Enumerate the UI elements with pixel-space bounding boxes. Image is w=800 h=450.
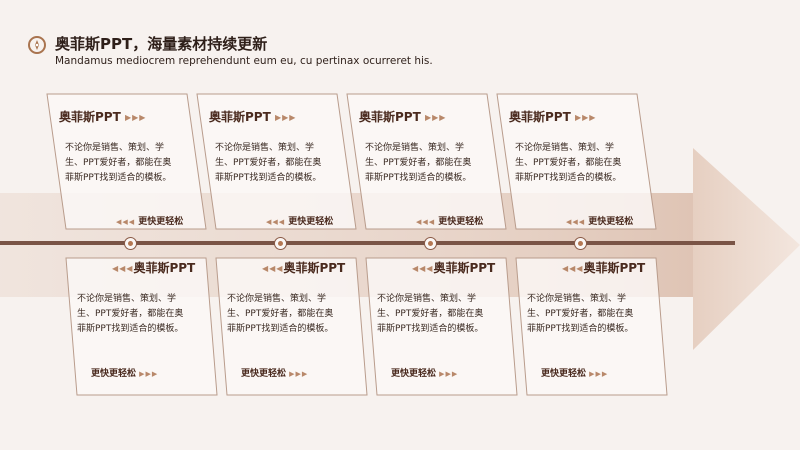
arrow-right-icon: ▶▶▶: [574, 113, 597, 122]
top-card-link-3[interactable]: ◀◀◀ 更快更轻松: [416, 217, 484, 227]
arrow-left-icon: ◀◀◀: [266, 218, 286, 226]
arrow-right-icon: ▶▶▶: [439, 370, 459, 378]
bottom-card-text-3: 不论你是销售、策划、学生、PPT爱好者，都能在奥菲斯PPT找到适合的模板。: [377, 294, 484, 334]
timeline-node-1: [124, 237, 137, 250]
bottom-card-shape-3: [365, 257, 518, 396]
bottom-card-title-1: ◀◀◀奥菲斯PPT: [112, 261, 196, 275]
top-card-title-3: 奥菲斯PPT ▶▶▶: [359, 110, 447, 124]
top-card-link-4[interactable]: ◀◀◀ 更快更轻松: [566, 217, 634, 227]
top-card-text-4: 不论你是销售、策划、学生、PPT爱好者，都能在奥菲斯PPT找到适合的模板。: [515, 143, 622, 183]
arrow-left-icon: ◀◀◀: [116, 218, 136, 226]
timeline-line: [0, 241, 735, 245]
page-title: 奥菲斯PPT，海量素材持续更新: [55, 35, 268, 53]
bottom-card-text-2: 不论你是销售、策划、学生、PPT爱好者，都能在奥菲斯PPT找到适合的模板。: [227, 294, 334, 334]
bottom-card-link-1[interactable]: 更快更轻松 ▶▶▶: [91, 369, 159, 379]
bottom-card-shape-2: [215, 257, 368, 396]
page-subtitle: Mandamus mediocrem reprehendunt eum eu, …: [55, 55, 433, 67]
bottom-card-link-2[interactable]: 更快更轻松 ▶▶▶: [241, 369, 309, 379]
top-card-link-2[interactable]: ◀◀◀ 更快更轻松: [266, 217, 334, 227]
top-card-shape-1: [46, 93, 207, 230]
top-card-title-4: 奥菲斯PPT ▶▶▶: [509, 110, 597, 124]
arrow-left-icon: ◀◀◀: [412, 264, 434, 273]
timeline-node-3: [424, 237, 437, 250]
top-card-link-1[interactable]: ◀◀◀ 更快更轻松: [116, 217, 184, 227]
bottom-card-link-4[interactable]: 更快更轻松 ▶▶▶: [541, 369, 609, 379]
timeline-node-2: [274, 237, 287, 250]
arrow-right-icon: ▶▶▶: [124, 113, 147, 122]
arrow-right-icon: ▶▶▶: [139, 370, 159, 378]
bottom-card-text-4: 不论你是销售、策划、学生、PPT爱好者，都能在奥菲斯PPT找到适合的模板。: [527, 294, 634, 334]
top-card-title-1: 奥菲斯PPT ▶▶▶: [59, 110, 147, 124]
bottom-card-title-3: ◀◀◀奥菲斯PPT: [412, 261, 496, 275]
bottom-card-shape-4: [515, 257, 668, 396]
arrow-left-icon: ◀◀◀: [562, 264, 584, 273]
arrow-right-icon: ▶▶▶: [289, 370, 309, 378]
top-card-title-2: 奥菲斯PPT ▶▶▶: [209, 110, 297, 124]
top-card-shape-2: [196, 93, 357, 230]
arrow-right-icon: ▶▶▶: [424, 113, 447, 122]
arrow-left-icon: ◀◀◀: [566, 218, 586, 226]
bottom-card-title-4: ◀◀◀奥菲斯PPT: [562, 261, 646, 275]
arrow-left-icon: ◀◀◀: [112, 264, 134, 273]
arrow-left-icon: ◀◀◀: [416, 218, 436, 226]
top-card-text-1: 不论你是销售、策划、学生、PPT爱好者，都能在奥菲斯PPT找到适合的模板。: [65, 143, 172, 183]
arrow-right-icon: ▶▶▶: [274, 113, 297, 122]
arrow-left-icon: ◀◀◀: [262, 264, 284, 273]
compass-icon: [28, 36, 46, 54]
timeline-node-4: [574, 237, 587, 250]
top-card-shape-4: [496, 93, 657, 230]
bottom-card-title-2: ◀◀◀奥菲斯PPT: [262, 261, 346, 275]
arrow-head: [693, 148, 800, 350]
bottom-card-link-3[interactable]: 更快更轻松 ▶▶▶: [391, 369, 459, 379]
bottom-card-shape-1: [65, 257, 218, 396]
arrow-right-icon: ▶▶▶: [589, 370, 609, 378]
top-card-text-2: 不论你是销售、策划、学生、PPT爱好者，都能在奥菲斯PPT找到适合的模板。: [215, 143, 322, 183]
top-card-shape-3: [346, 93, 507, 230]
top-card-text-3: 不论你是销售、策划、学生、PPT爱好者，都能在奥菲斯PPT找到适合的模板。: [365, 143, 472, 183]
bottom-card-text-1: 不论你是销售、策划、学生、PPT爱好者，都能在奥菲斯PPT找到适合的模板。: [77, 294, 184, 334]
